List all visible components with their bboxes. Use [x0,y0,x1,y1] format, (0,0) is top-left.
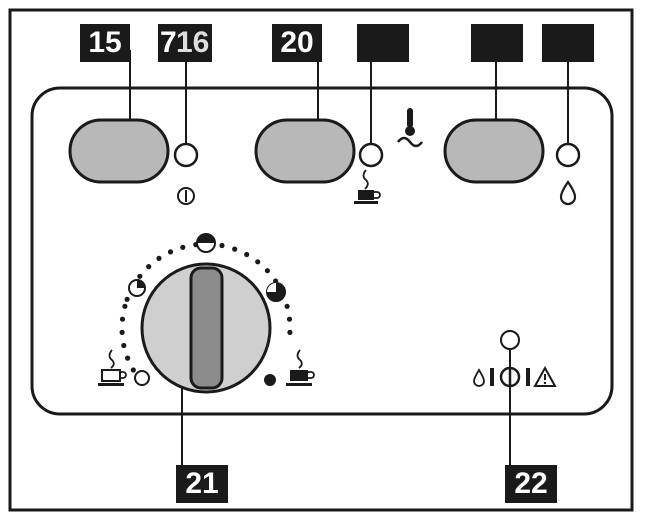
control-panel [30,86,614,416]
mild-coffee-cup-icon [98,349,127,386]
callout-16: 16 [176,26,210,59]
power-icon [177,187,195,205]
dial-dot [264,268,270,274]
dial-dot [125,355,131,361]
dial-dot [287,329,293,335]
separator-bar [490,368,494,386]
water-drop-icon [559,180,577,206]
strong-coffee-cup-icon [286,349,315,386]
callout-7: 7 [160,26,177,59]
dial-dot [119,329,125,335]
water-lamp [555,142,581,168]
dial-dot [286,316,293,322]
separator-bar-2 [526,368,530,386]
dial-dot [119,316,126,322]
dial-dot [180,244,186,250]
dial-dot [137,273,143,279]
mild-marker-icon [134,370,150,386]
dial-dot [122,303,128,309]
callout-20: 20 [272,24,322,62]
callout-blank-2 [471,24,523,62]
water-button[interactable] [443,118,545,184]
dial-dot [146,264,152,270]
callout-blank-1 [357,24,409,62]
strength-dial-grip[interactable] [189,266,224,390]
thermometer-icon [397,108,423,148]
callout-15: 15 [80,24,130,62]
on-off-button[interactable] [68,118,170,184]
callout-22: 22 [505,465,557,503]
callout-blank-3 [542,24,594,62]
dial-dot [232,246,238,252]
outer-frame [8,8,634,512]
strong-marker-icon [264,374,276,386]
dial-dot [124,296,130,302]
dial-dot [130,367,136,373]
status-lamp [500,330,520,350]
coffee-button[interactable] [254,118,356,184]
half-moon-icon [196,233,216,253]
coffee-ready-lamp [358,142,384,168]
callout-7-16: 7 16 [158,24,212,62]
warning-icon [533,365,557,387]
quarter-moon-icon [128,279,146,297]
status-icons [473,365,557,388]
three-quarter-moon-icon [266,282,286,302]
dial-dot [219,242,225,249]
dial-dot [284,303,290,309]
status-water-drop-icon [473,368,485,387]
power-lamp [173,142,199,168]
callout-21: 21 [176,465,228,503]
dial-dot [255,259,261,265]
dial-dot [156,255,162,261]
coffee-cup-icon [354,169,381,204]
dial-dot [121,342,127,349]
dial-dot [167,249,174,255]
dial-dot [244,251,250,258]
